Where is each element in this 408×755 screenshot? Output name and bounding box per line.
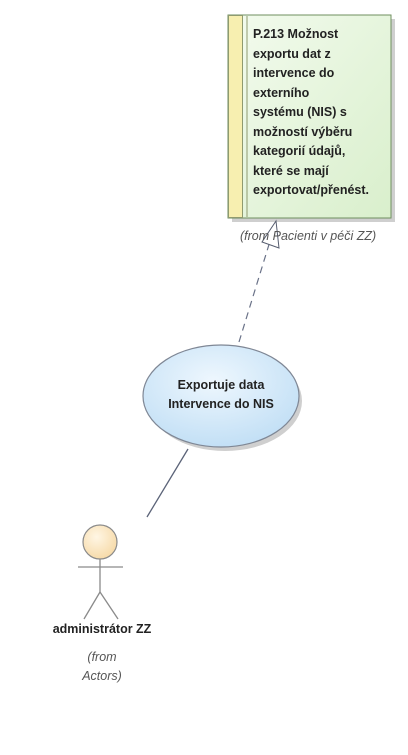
requirement-text-line: exportovat/přenést.: [253, 183, 370, 197]
actor-from-line: (from: [87, 650, 117, 664]
requirement-text: P.213 Možnost exportu dat z intervence d…: [253, 25, 391, 201]
requirement-text-line: P.213 Možnost: [253, 27, 339, 41]
requirement-text-line: exportu dat z: [253, 46, 331, 61]
requirement-text-line: intervence do: [253, 66, 335, 80]
requirement-element[interactable]: [227, 14, 395, 222]
realization-dashed-line: [238, 237, 272, 343]
requirement-text-line: které se mají: [253, 163, 329, 178]
use-case-label: Exportuje data Intervence do NIS: [150, 376, 292, 414]
realization-connector[interactable]: [238, 219, 280, 343]
requirement-from-label: (from Pacienti v péči ZZ): [240, 229, 377, 243]
stick-figure-icon: [78, 524, 123, 620]
actor-name: administrátor ZZ: [52, 622, 152, 636]
requirement-text-line: externího: [253, 85, 310, 100]
actor-element[interactable]: [78, 524, 123, 620]
requirement-text-line: možností výběru: [253, 124, 353, 139]
use-case-ellipse: [142, 344, 300, 448]
requirement-text-line: systému (NIS) s: [253, 105, 347, 119]
actor-head: [82, 524, 118, 560]
use-case-label-line: Exportuje data: [177, 378, 265, 392]
association-line[interactable]: [146, 448, 189, 518]
actor-from-label: (from Actors): [60, 648, 144, 686]
actor-from-line: Actors): [82, 669, 122, 683]
requirement-stripe: [228, 15, 243, 218]
requirement-box: [227, 14, 392, 219]
hollow-triangle-arrowhead-icon: [261, 219, 280, 249]
requirement-text-line: kategorií údajů,: [253, 144, 346, 158]
use-case-label-line: Intervence do NIS: [168, 397, 274, 411]
use-case-element[interactable]: [142, 344, 302, 451]
